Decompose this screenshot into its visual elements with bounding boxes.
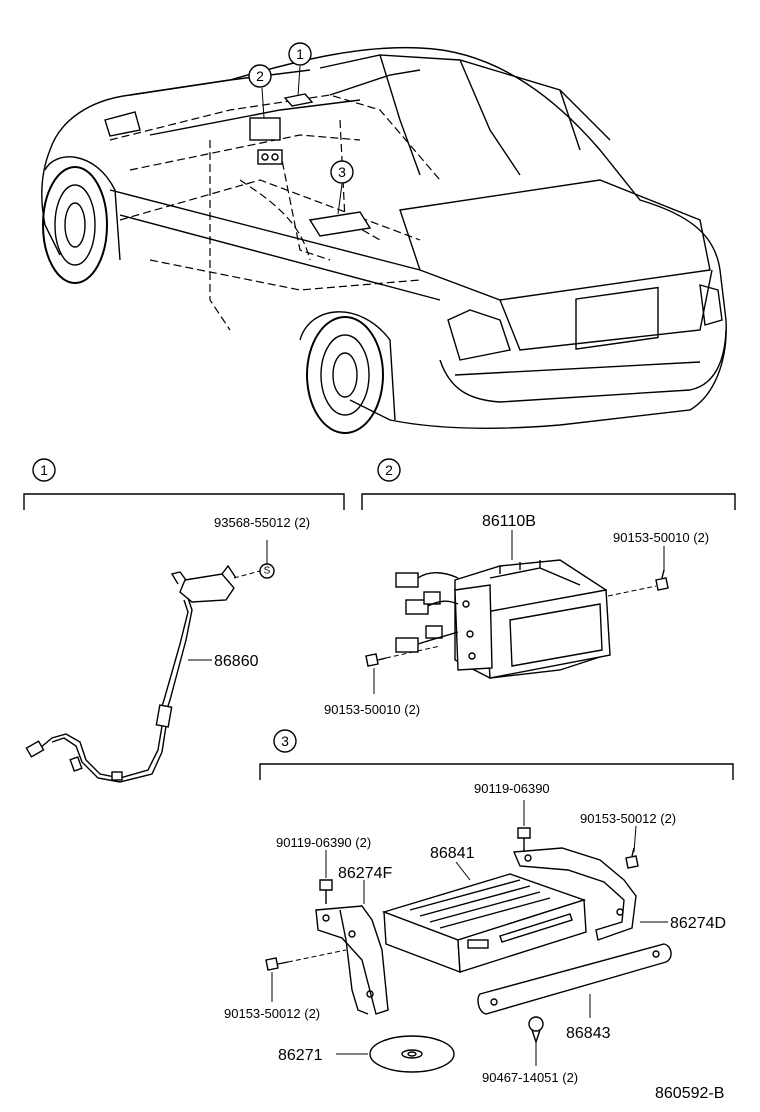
part-label-90119-06390-left: 90119-06390 (2)	[276, 835, 371, 850]
car-overview	[41, 46, 727, 434]
part-label-90153-50012-right: 90153-50012 (2)	[580, 811, 676, 826]
callout-3-car: 3	[330, 160, 354, 184]
clip-90467	[528, 1016, 544, 1045]
section-2-callout: 2	[377, 458, 401, 482]
svg-text:2: 2	[256, 68, 264, 84]
section-3: 3 86841 86274F 90119-063	[224, 729, 734, 1085]
section-1: 1 S 93568-55012 (2) 86860	[23, 458, 345, 783]
part-label-93568-55012: 93568-55012 (2)	[214, 515, 310, 530]
section-1-callout: 1	[32, 458, 56, 482]
screw-90153-left	[365, 653, 387, 667]
screw-90153-right	[655, 569, 669, 591]
svg-text:3: 3	[338, 164, 346, 180]
part-label-86274D: 86274D	[670, 915, 726, 932]
figure-code: 860592-B	[655, 1085, 724, 1102]
section-2-bracket	[361, 493, 736, 510]
svg-text:2: 2	[385, 462, 393, 478]
svg-text:1: 1	[296, 46, 304, 62]
module-86841	[381, 873, 587, 974]
part-label-90153-50012-left: 90153-50012 (2)	[224, 1006, 320, 1021]
section-1-bracket	[23, 493, 345, 510]
callout-2-car: 2	[248, 64, 272, 88]
screw-s-mark: S	[259, 563, 275, 579]
screw-90153-lower-left	[265, 957, 289, 971]
section-3-bracket	[259, 763, 734, 780]
display-unit-86110B	[395, 559, 611, 679]
plate-86843	[477, 943, 672, 1015]
section-2: 2 86110B	[324, 458, 736, 717]
disc-86271	[369, 1035, 455, 1073]
part-label-90467-14051: 90467-14051 (2)	[482, 1070, 578, 1085]
part-label-86110B: 86110B	[482, 513, 536, 530]
part-label-86860: 86860	[214, 653, 259, 670]
section-3-callout: 3	[273, 729, 297, 753]
part-label-86843: 86843	[566, 1025, 611, 1042]
svg-text:3: 3	[281, 733, 289, 749]
callout-1-car: 1	[288, 42, 312, 66]
bolt-90119-right	[517, 827, 531, 852]
svg-text:S: S	[264, 566, 271, 577]
svg-text:1: 1	[40, 462, 48, 478]
screw-90153-upper-right	[625, 847, 639, 869]
part-label-90153-50010-left: 90153-50010 (2)	[324, 702, 420, 717]
part-label-86841: 86841	[430, 845, 475, 862]
bolt-90119-left	[319, 879, 333, 904]
bracket-86274D	[512, 847, 637, 941]
bracket-86274F	[315, 905, 389, 1015]
part-label-86274F: 86274F	[338, 865, 392, 882]
part-label-90119-06390-right: 90119-06390	[474, 781, 550, 796]
part-label-90153-50010-right: 90153-50010 (2)	[613, 530, 709, 545]
part-label-86271: 86271	[278, 1047, 323, 1064]
antenna-module-86860	[25, 564, 237, 783]
